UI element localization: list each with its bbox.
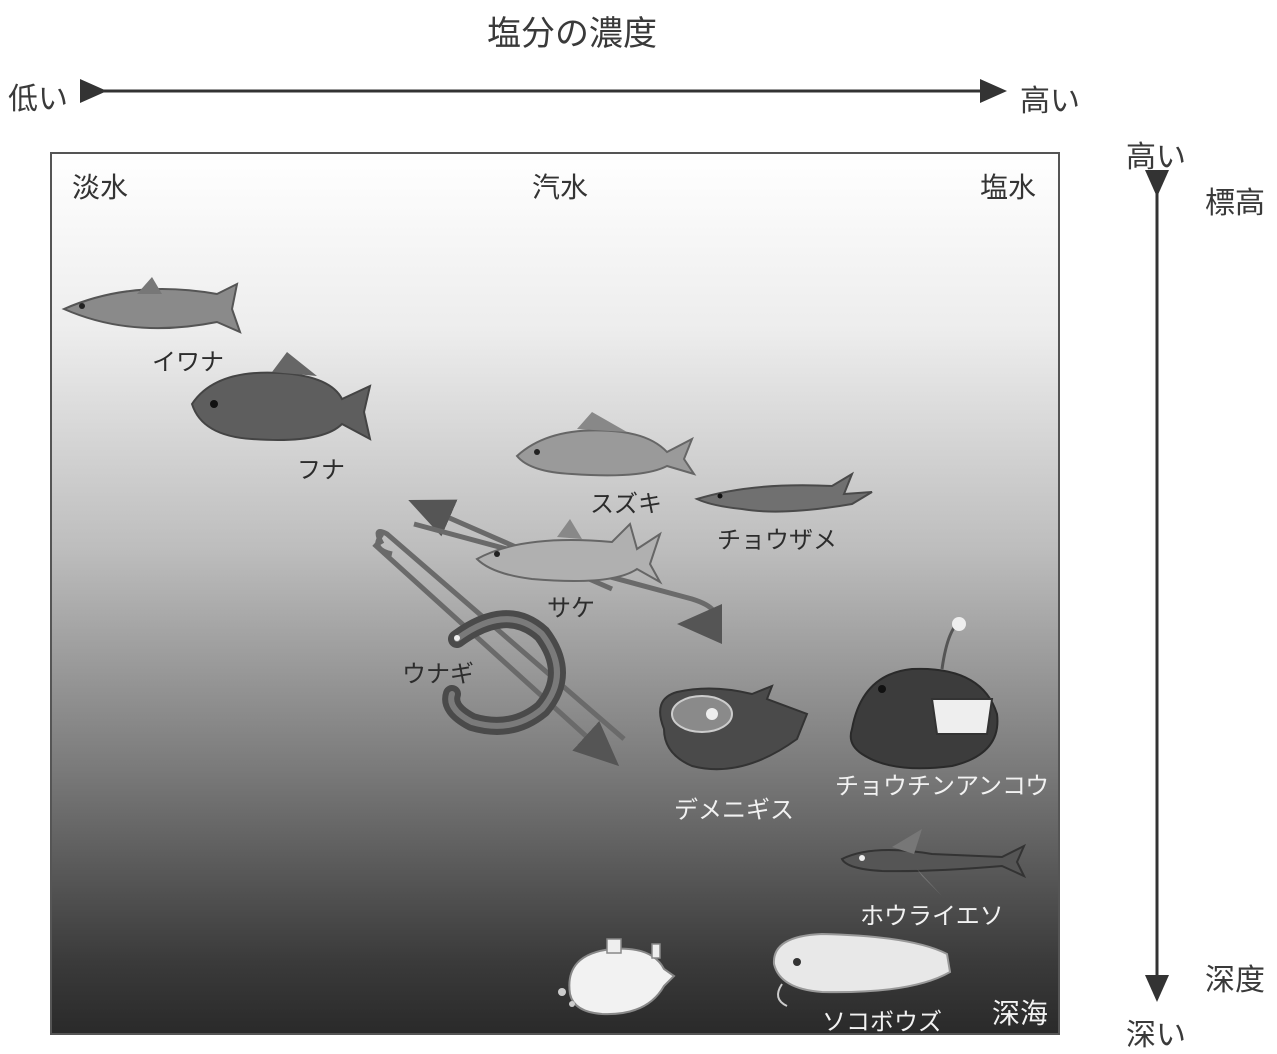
chouzame-icon [694, 471, 873, 513]
label-unagi: ウナギ [402, 660, 474, 688]
elevation-high-label: 高い [1126, 140, 1186, 175]
iwana-icon [61, 277, 242, 334]
habitat-panel: 淡水 汽水 塩水 深海 イワナ フナ スズキ チョウザメ サケ ウナギ デメニギ… [50, 152, 1060, 1035]
zone-deep-sea: 深海 [992, 997, 1049, 1030]
elevation-label: 標高 [1205, 186, 1265, 221]
houraieso-icon [840, 829, 1027, 896]
unagi-icon [442, 610, 566, 735]
depth-deep-label: 深い [1126, 1018, 1186, 1053]
zone-saltwater: 塩水 [980, 171, 1037, 204]
chart-title: 塩分の濃度 [487, 14, 657, 54]
label-chouchinankou: チョウチンアンコウ [835, 772, 1050, 800]
fish-illustrations [61, 277, 1027, 1016]
sokobouzu-icon [772, 932, 952, 1007]
depth-label: 深度 [1205, 963, 1265, 998]
funa-icon [190, 352, 372, 441]
label-chouzame: チョウザメ [717, 526, 837, 554]
sake-icon [475, 519, 663, 585]
submersible-icon [558, 938, 676, 1016]
label-suzuki: スズキ [590, 490, 662, 518]
label-iwana: イワナ [152, 348, 224, 376]
label-sokobouzu: ソコボウズ [822, 1008, 942, 1035]
chouchinankou-icon [849, 617, 999, 770]
label-demenigisu: デメニギス [674, 796, 794, 824]
zone-freshwater: 淡水 [72, 171, 129, 204]
salinity-low-label: 低い [8, 82, 68, 117]
suzuki-icon [515, 412, 697, 477]
salinity-high-label: 高い [1020, 84, 1080, 119]
label-sake: サケ [547, 594, 595, 622]
label-funa: フナ [297, 456, 345, 484]
label-houraieso: ホウライエソ [860, 902, 1004, 930]
zone-brackish: 汽水 [532, 171, 589, 204]
demenigisu-icon [659, 684, 809, 771]
